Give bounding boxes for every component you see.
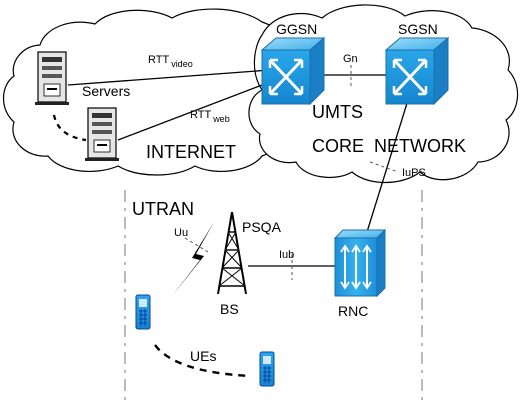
iups-label: IuPS	[402, 167, 426, 179]
server-icon	[35, 51, 69, 105]
ue-phone-icon	[259, 351, 275, 387]
rtt-video-sub: video	[171, 59, 193, 69]
umts-label: UMTS	[312, 102, 363, 122]
sgsn-label: SGSN	[398, 21, 438, 37]
uu-marker	[184, 237, 209, 253]
rnc-icon	[333, 228, 387, 298]
rtt-video-main: RTT	[148, 54, 169, 66]
psqa-label: PSQA	[242, 219, 282, 235]
uu-label: Uu	[174, 227, 188, 239]
ue-phone-icon	[135, 294, 151, 330]
rtt-web-sub: web	[212, 114, 230, 124]
core-network-label: CORE NETWORK	[312, 136, 466, 156]
sgsn-switch-icon	[384, 36, 450, 106]
internet-cloud	[2, 8, 299, 176]
rtt-web-main: RTT	[190, 109, 211, 121]
iups-marker	[369, 161, 399, 173]
ggsn-label: GGSN	[276, 21, 317, 37]
utran-label: UTRAN	[132, 199, 194, 219]
bs-label: BS	[220, 301, 239, 317]
servers-label: Servers	[82, 83, 130, 99]
base-station-tower-icon	[217, 211, 247, 295]
ues-ellipsis-arc	[154, 344, 251, 378]
rnc-label: RNC	[338, 303, 368, 319]
ggsn-switch-icon	[260, 36, 326, 106]
rtt-video-link	[67, 69, 271, 86]
iub-label: Iub	[279, 249, 294, 261]
servers-ellipsis-arc	[52, 114, 87, 142]
iups-link	[366, 99, 409, 233]
server-icon	[85, 107, 119, 161]
rtt-web-link	[117, 81, 271, 141]
gn-label: Gn	[343, 53, 358, 65]
internet-label: INTERNET	[146, 142, 236, 162]
ues-label: UEs	[190, 348, 216, 364]
radio-link-bolt-icon	[172, 222, 214, 296]
